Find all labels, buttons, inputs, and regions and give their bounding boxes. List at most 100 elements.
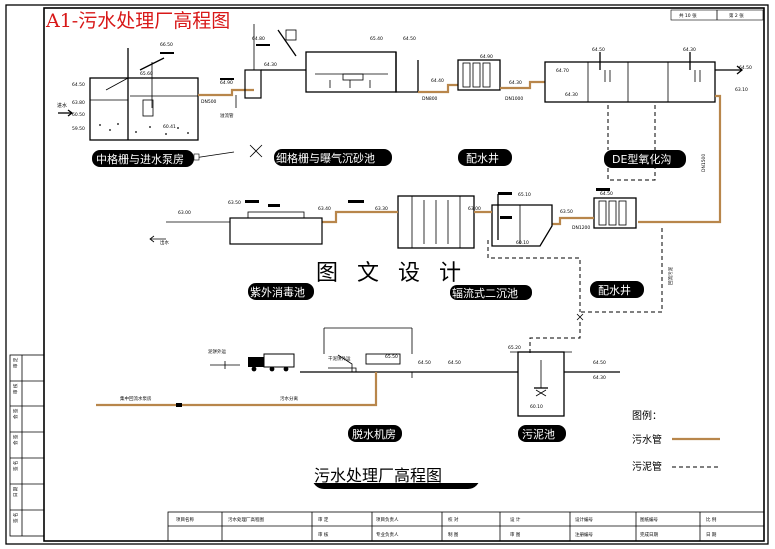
svg-text:日 期: 日 期 — [706, 532, 717, 538]
outflow-label: 出水 — [160, 239, 169, 246]
svg-text:集中回流水泵房: 集中回流水泵房 — [120, 395, 152, 402]
svg-text:完成日期: 完成日期 — [640, 531, 658, 538]
svg-text:60.10: 60.10 — [516, 240, 529, 246]
svg-text:泥饼外运: 泥饼外运 — [208, 348, 226, 355]
svg-text:项目名称: 项目名称 — [176, 516, 194, 523]
svg-text:65.60: 65.60 — [140, 71, 153, 77]
svg-text:64.30: 64.30 — [565, 92, 578, 98]
svg-text:65.40: 65.40 — [370, 36, 383, 42]
svg-text:64.30: 64.30 — [509, 80, 522, 86]
unit-uv: 紫外消毒池 — [250, 285, 305, 299]
svg-text:64.50: 64.50 — [418, 360, 431, 366]
header-title: A1-污水处理厂高程图 — [45, 10, 230, 32]
svg-text:64.50: 64.50 — [592, 47, 605, 53]
svg-text:溢流管: 溢流管 — [220, 112, 234, 119]
label-pill-3 — [458, 149, 512, 166]
svg-text:专业负责人: 专业负责人 — [376, 531, 399, 538]
svg-text:64.70: 64.70 — [556, 68, 569, 74]
svg-text:60.41: 60.41 — [163, 124, 176, 130]
svg-text:比 例: 比 例 — [706, 516, 717, 523]
svg-text:63.80: 63.80 — [72, 100, 85, 106]
svg-text:日 期: 日 期 — [13, 486, 19, 497]
unit-dist-well-1: 配水井 — [466, 151, 499, 165]
svg-text:审 定: 审 定 — [12, 357, 19, 368]
outer-frame — [5, 4, 769, 545]
cross-mark — [249, 144, 263, 158]
unit-dewatering: 脱水机房 — [352, 427, 396, 441]
label-pill-9 — [518, 425, 566, 442]
svg-text:64.50: 64.50 — [593, 360, 606, 366]
coarse-screen-tank — [89, 77, 199, 141]
svg-text:64.50: 64.50 — [403, 36, 416, 42]
pipe-2 — [418, 83, 458, 94]
svg-text:66.50: 66.50 — [160, 42, 173, 48]
svg-text:64.90: 64.90 — [220, 80, 233, 86]
svg-text:审 定: 审 定 — [318, 516, 329, 523]
svg-text:63.40: 63.40 — [318, 206, 331, 212]
pipe-5 — [552, 216, 594, 226]
svg-text:63.30: 63.30 — [375, 206, 388, 212]
secondary-clarifier — [491, 204, 553, 247]
svg-text:DN1200: DN1200 — [572, 225, 590, 231]
svg-text:63.50: 63.50 — [228, 200, 241, 206]
truck-cab — [248, 357, 264, 367]
unit-sludge-tank: 污泥池 — [522, 428, 555, 441]
svg-text:签 名: 签 名 — [12, 513, 19, 523]
svg-text:设计编号: 设计编号 — [575, 516, 593, 523]
svg-text:设 计: 设 计 — [510, 516, 521, 523]
grit-chamber — [305, 51, 397, 93]
legend-sludge-label: 污泥管 — [632, 460, 662, 473]
svg-text:项目负责人: 项目负责人 — [376, 516, 399, 523]
svg-text:DN800: DN800 — [422, 96, 438, 102]
uv-channel — [229, 217, 323, 245]
title-block — [167, 511, 765, 542]
watermark: 图 文 设 计 — [316, 261, 467, 286]
svg-text:65.50: 65.50 — [385, 354, 398, 360]
svg-text:60.50: 60.50 — [72, 112, 85, 118]
plan-title: 污水处理厂高程图 — [314, 466, 442, 485]
svg-text:审 核: 审 核 — [318, 531, 329, 538]
pipe-1 — [198, 88, 254, 97]
svg-text:DN1000: DN1000 — [505, 96, 523, 102]
de-oxidation-ditch — [544, 61, 716, 103]
distribution-well-1 — [457, 59, 501, 91]
svg-text:污水分离: 污水分离 — [280, 395, 298, 402]
pipe-4 — [638, 94, 722, 224]
svg-text:63.00: 63.00 — [178, 210, 191, 216]
return-sludge-label: 回流污泥 — [667, 267, 674, 285]
legend-sewage-label: 污水管 — [632, 433, 662, 446]
svg-text:64.30: 64.30 — [683, 47, 696, 53]
label-pill-8 — [348, 425, 402, 442]
svg-text:64.40: 64.40 — [431, 78, 444, 84]
label-pill-2 — [274, 149, 392, 166]
sheet-total: 共 10 张 — [679, 12, 697, 19]
svg-text:签 名: 签 名 — [12, 461, 19, 471]
side-column — [9, 354, 45, 537]
dewatering-house — [323, 327, 413, 354]
fine-screen-chamber — [244, 69, 262, 99]
svg-text:审 图: 审 图 — [510, 531, 521, 538]
svg-text:64.50: 64.50 — [72, 82, 85, 88]
svg-text:会 签: 会 签 — [12, 434, 19, 445]
svg-text:会 签: 会 签 — [12, 408, 19, 419]
label-pill-5 — [248, 283, 314, 300]
svg-text:65.20: 65.20 — [508, 345, 521, 351]
pipe-7 — [322, 210, 398, 224]
sheet-no: 第 2 张 — [729, 12, 744, 19]
svg-text:DN1500: DN1500 — [701, 154, 707, 172]
label-pill-6 — [450, 285, 532, 300]
svg-text:校 对: 校 对 — [448, 516, 459, 523]
svg-text:64.80: 64.80 — [252, 36, 265, 42]
svg-text:审 核: 审 核 — [12, 383, 19, 394]
svg-text:注册编号: 注册编号 — [575, 531, 593, 538]
svg-text:干泥饼外运: 干泥饼外运 — [328, 355, 351, 362]
label-pill-4 — [604, 150, 686, 168]
filter-tank — [397, 195, 475, 249]
svg-text:59.50: 59.50 — [72, 126, 85, 132]
distribution-well-2 — [593, 197, 637, 229]
unit-coarse-screen: 中格栅与进水泵房 — [96, 152, 184, 166]
svg-text:64.30: 64.30 — [593, 375, 606, 381]
unit-de-ditch: DE型氧化沟 — [612, 152, 671, 166]
